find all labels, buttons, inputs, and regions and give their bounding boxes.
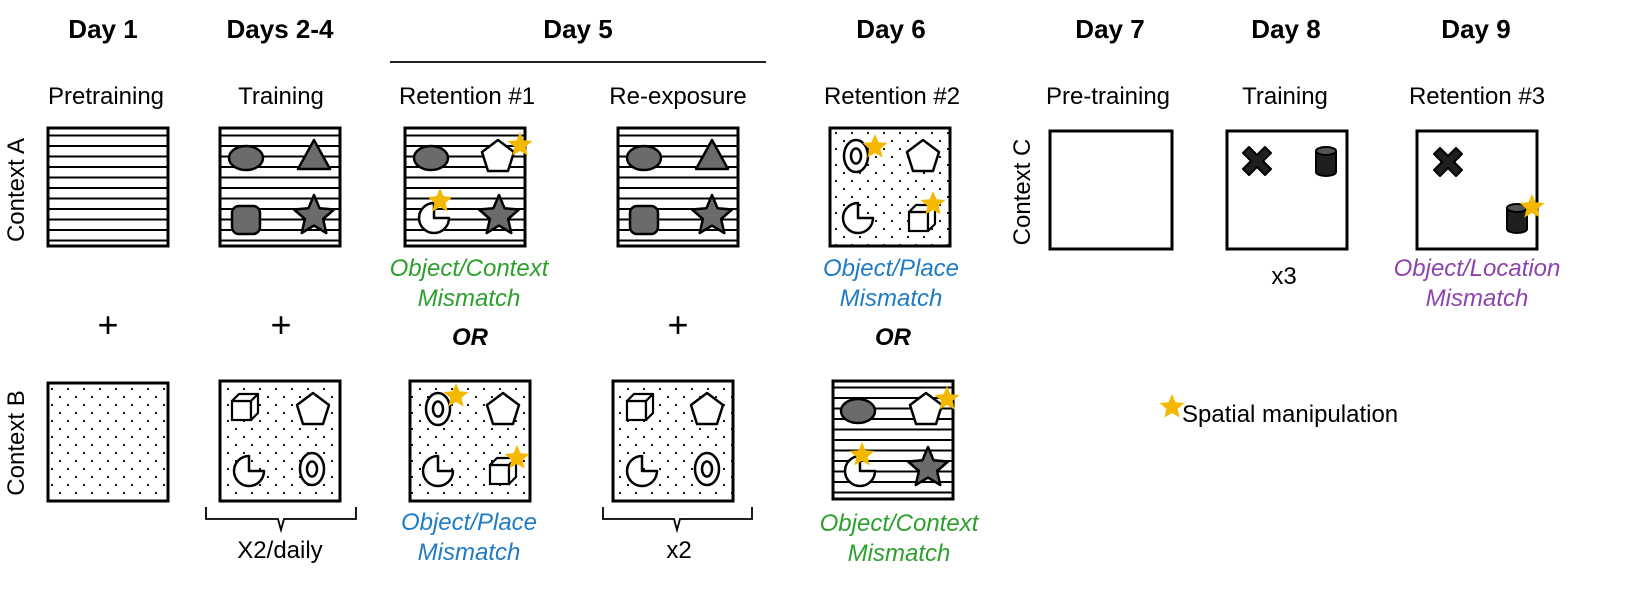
retention1-context-b-arena <box>408 379 532 503</box>
ellipse-object-icon <box>839 397 877 425</box>
rounded-square-object-icon <box>230 204 262 236</box>
day-7-header: Day 7 <box>1075 14 1144 44</box>
retention3-mismatch-line1: Object/Location <box>1394 255 1561 282</box>
retention2-bottom-mismatch-line1: Object/Context <box>820 510 980 537</box>
phase-pre-training: Pre-training <box>1046 83 1170 110</box>
phase-retention-1: Retention #1 <box>399 83 535 110</box>
day1-context-b-arena <box>46 381 170 503</box>
training-context-a-arena <box>218 126 342 248</box>
plus-training: + <box>270 304 291 345</box>
context-c-label: Context C <box>1009 139 1036 246</box>
phase-training-day8: Training <box>1242 83 1328 110</box>
day-8-header: Day 8 <box>1251 14 1320 44</box>
plus-day1: + <box>97 304 118 345</box>
day8-repeat-label: x3 <box>1271 263 1296 290</box>
oval-ring-object-icon <box>298 451 326 487</box>
day1-context-a-arena <box>46 126 170 248</box>
phase-reexposure: Re-exposure <box>609 83 746 110</box>
ellipse-object-icon <box>412 144 450 172</box>
phase-training: Training <box>238 83 324 110</box>
retention1-bottom-mismatch-line1: Object/Place <box>401 509 537 536</box>
retention1-top-mismatch-line1: Object/Context <box>390 255 550 282</box>
oval-ring-object-icon <box>424 391 452 427</box>
oval-ring-object-icon <box>842 138 870 174</box>
reexposure-repeat-label: x2 <box>666 537 691 564</box>
reexposure-context-a-arena <box>616 126 740 248</box>
retention1-bottom-mismatch-line2: Mismatch <box>418 539 521 566</box>
retention2-top-mismatch-line2: Mismatch <box>840 285 943 312</box>
reexposure-brace <box>602 507 753 534</box>
day-1-header: Day 1 <box>68 14 137 44</box>
cylinder-object-icon <box>1315 146 1337 177</box>
context-b-label: Context B <box>3 390 30 495</box>
day9-context-c-arena <box>1415 129 1545 251</box>
rounded-square-object-icon <box>628 204 660 236</box>
retention2-top-mismatch-line1: Object/Place <box>823 255 959 282</box>
retention3-mismatch-line2: Mismatch <box>1426 285 1529 312</box>
cube-object-icon <box>230 392 260 422</box>
retention1-top-mismatch-line2: Mismatch <box>418 285 521 312</box>
reexposure-context-b-arena <box>611 379 735 503</box>
context-a-label: Context A <box>3 138 30 242</box>
retention1-context-a-arena <box>403 126 533 248</box>
phase-retention-2: Retention #2 <box>824 83 960 110</box>
or-retention1: OR <box>452 324 489 351</box>
cylinder-object-icon <box>1506 203 1528 234</box>
day7-context-c-arena <box>1048 129 1174 251</box>
spatial-manipulation-label: Spatial manipulation <box>1182 401 1398 428</box>
retention2-context-b-top-arena <box>828 126 952 248</box>
retention2-bottom-mismatch-line2: Mismatch <box>848 540 951 567</box>
day8-context-c-arena <box>1225 129 1349 251</box>
or-retention2: OR <box>875 324 912 351</box>
retention2-context-a-bottom-arena <box>831 379 960 501</box>
spatial-manipulation-star-icon <box>1159 394 1185 418</box>
ellipse-object-icon <box>625 144 663 172</box>
training-brace <box>205 507 357 534</box>
ellipse-object-icon <box>227 144 265 172</box>
oval-ring-object-icon <box>693 451 721 487</box>
phase-pretraining: Pretraining <box>48 83 164 110</box>
day-5-header: Day 5 <box>543 14 612 44</box>
day-9-header: Day 9 <box>1441 14 1510 44</box>
training-repeat-label: X2/daily <box>237 537 322 564</box>
day-6-header: Day 6 <box>856 14 925 44</box>
phase-retention-3: Retention #3 <box>1409 83 1545 110</box>
days-2-4-header: Days 2-4 <box>227 14 334 44</box>
training-context-b-arena <box>218 379 342 503</box>
plus-reexposure: + <box>667 304 688 345</box>
cube-object-icon <box>625 392 655 422</box>
